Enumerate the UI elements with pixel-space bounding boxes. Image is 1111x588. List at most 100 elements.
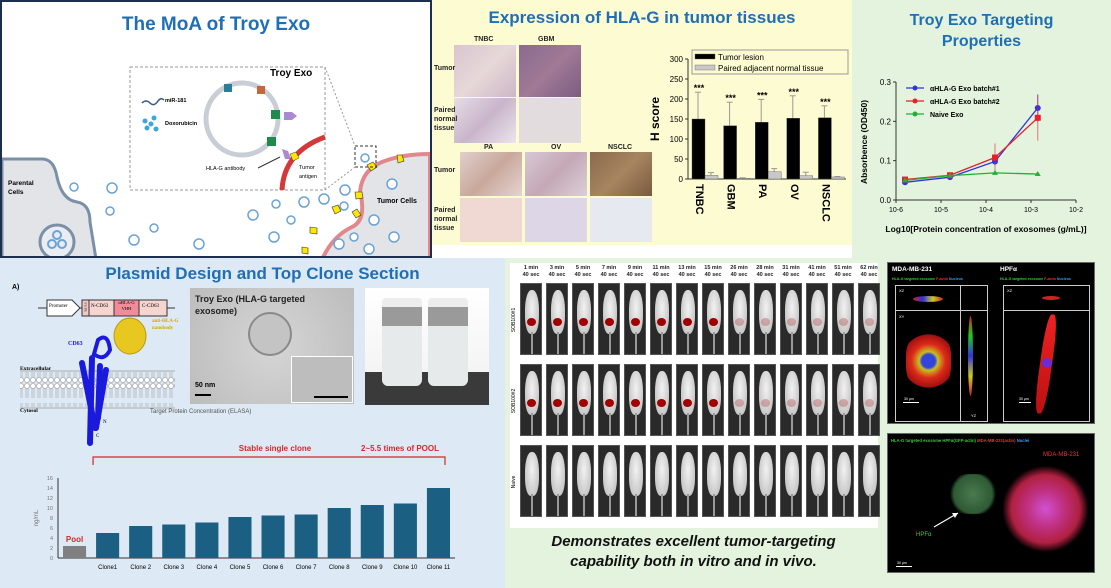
mouse-image — [780, 283, 802, 355]
row-normal-2-a: Paired — [434, 207, 456, 214]
row-label: SOB100#1 — [511, 307, 517, 333]
legend-box — [691, 49, 849, 75]
construct-diagram — [20, 299, 175, 446]
data-point — [947, 172, 953, 178]
nanobody-label-1: anti-HLA-G — [152, 319, 179, 324]
mouse-image — [676, 445, 698, 517]
data-point — [992, 169, 998, 175]
row-tumor-1: Tumor — [434, 65, 456, 72]
y-tick-label: 8 — [50, 516, 53, 522]
scale-label-2: 30 µm — [1019, 397, 1029, 401]
mouse-image — [702, 364, 724, 436]
vials-photo — [365, 288, 489, 405]
em-scale-label: 50 nm — [195, 382, 216, 389]
em-title-2: exosome) — [195, 306, 238, 316]
mouse-image — [572, 283, 594, 355]
mouse-image — [676, 364, 698, 436]
col-label-gbm: GBM — [538, 36, 555, 43]
x-tick-label: PA — [756, 184, 768, 199]
x-tick-label: Clone 6 — [263, 565, 284, 571]
legend-blue-2: Nucleus — [1056, 277, 1071, 281]
tissue-gbm-tumor — [519, 45, 581, 97]
legend-label: Naive Exo — [930, 112, 963, 119]
antibody-label: HLA-G antibody — [206, 166, 246, 172]
row-normal-2-b: normal — [434, 216, 458, 223]
mouse-image — [702, 283, 724, 355]
mda-cluster — [1003, 464, 1088, 554]
exosome-vesicle — [248, 312, 292, 356]
data-point — [1034, 171, 1041, 177]
legend-label: αHLA-G Exo batch#1 — [930, 86, 1000, 93]
legend-swatch — [694, 64, 716, 71]
x-tick-label: Clone1 — [98, 565, 118, 571]
vial-1 — [382, 298, 422, 386]
row-normal-1-a: Paired — [434, 107, 456, 114]
legend-green: HLA-G targeted exosome — [892, 277, 936, 281]
inset-title: Troy Exo — [270, 68, 313, 79]
hpf-cell-green — [948, 474, 998, 514]
mouse-image — [806, 445, 828, 517]
y-tick-label: 50 — [674, 155, 683, 164]
y-tick-label: 0.0 — [880, 196, 892, 205]
bar-clone — [360, 505, 384, 558]
targeting-title-1: Troy Exo Targeting — [909, 12, 1054, 29]
y-tick-label: 100 — [670, 135, 684, 144]
mouse-image — [624, 445, 646, 517]
tissue-gbm-normal — [519, 98, 581, 143]
utr-label: 5'UTR — [83, 302, 88, 312]
bar-tumor — [818, 117, 832, 180]
bar-clone — [261, 515, 285, 558]
mouse-image — [598, 364, 620, 436]
mouse-image — [858, 445, 880, 517]
multivesicular-body — [38, 223, 76, 256]
mouse-image — [858, 283, 880, 355]
c-terminus-label: C — [96, 434, 100, 439]
mouse-image — [832, 283, 854, 355]
mouse-image — [728, 364, 750, 436]
mouse-image — [520, 445, 542, 517]
bar-paired — [736, 177, 750, 180]
y-tick-label: 16 — [47, 476, 53, 482]
col-label-tnbc: TNBC — [474, 36, 494, 43]
x-tick-label: GBM — [725, 184, 737, 210]
bar-tumor — [754, 121, 769, 180]
mouse-image — [624, 364, 646, 436]
x-tick-label: 10-4 — [979, 207, 993, 214]
mouse-image — [676, 283, 698, 355]
y-tick-label: 0 — [50, 556, 53, 562]
x-tick-label: Clone 11 — [427, 565, 451, 571]
col-label-ov: OV — [551, 144, 562, 151]
zoom-box — [354, 145, 377, 168]
row-label: Naive — [511, 475, 517, 489]
bar-tumor — [691, 118, 706, 180]
legend-blue: Nucleus — [948, 277, 963, 281]
arrow-icon — [933, 512, 959, 528]
antigen-label-2: antigen — [299, 174, 318, 180]
plasmid-panel: A) Plasmid Design and Top Clone Section … — [0, 258, 505, 588]
nanobody — [113, 317, 147, 355]
y-tick-label: 4 — [50, 536, 53, 542]
tissue-tnbc-normal — [454, 98, 516, 143]
n-terminus-label: N — [103, 420, 107, 425]
nanobody-label-2: nanobody — [152, 326, 174, 331]
bar-clone — [129, 526, 153, 558]
x-tick-label: Clone 10 — [393, 565, 418, 571]
mouse-image — [546, 445, 568, 517]
targeting-title-2: Properties — [941, 33, 1022, 50]
y-tick-label: 200 — [670, 95, 684, 104]
scale-bar-2 — [1019, 402, 1031, 403]
row-normal-1-c: tissue — [434, 125, 455, 132]
cd63-protein — [79, 335, 113, 446]
mouse-image — [598, 445, 620, 517]
promoter-box — [46, 299, 81, 317]
mouse-image — [546, 364, 568, 436]
tissue-nsclc-tumor — [590, 152, 652, 196]
mouse-image — [624, 283, 646, 355]
